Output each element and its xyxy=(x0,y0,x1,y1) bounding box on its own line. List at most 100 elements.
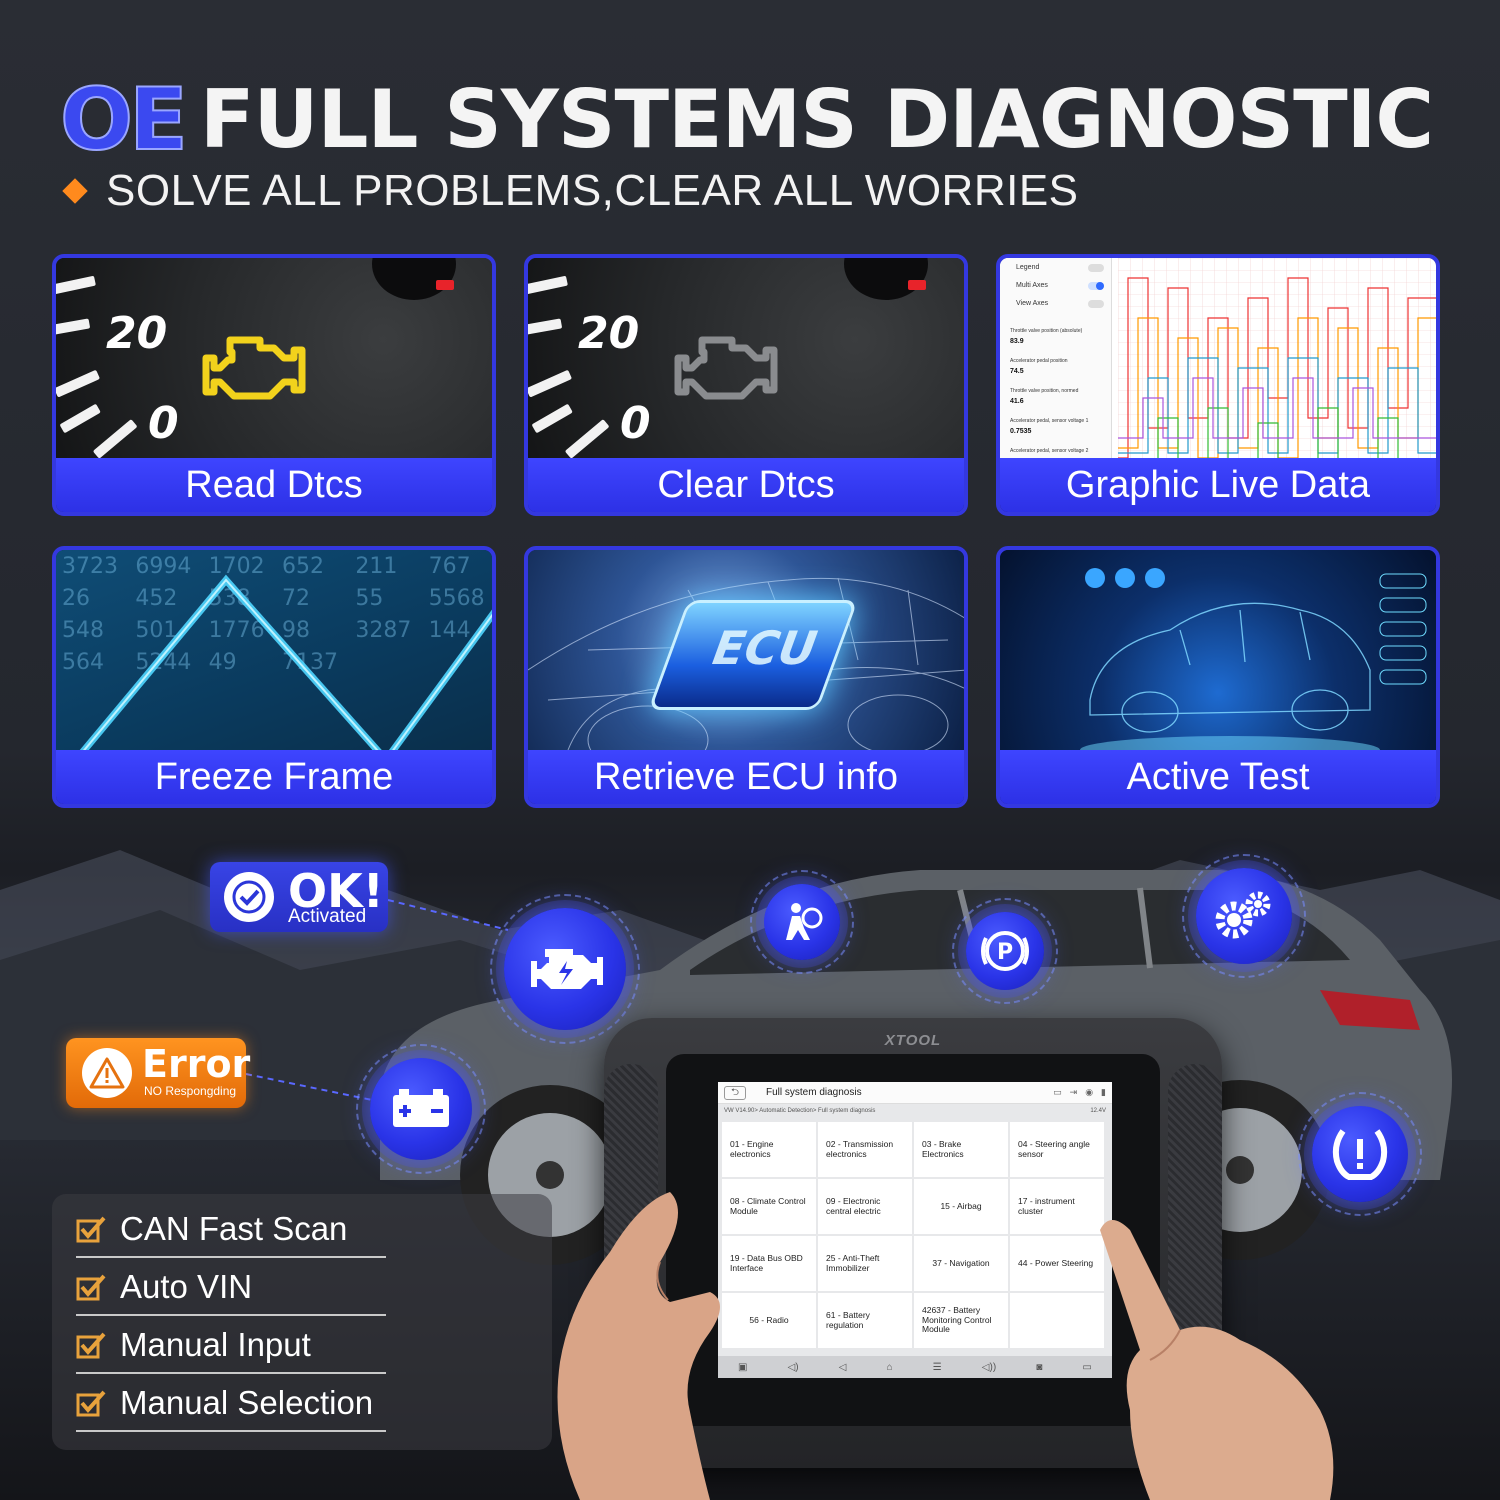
pid-name: Accelerator pedal, sensor voltage 2 xyxy=(1010,448,1089,454)
pid-name: Accelerator pedal position xyxy=(1010,358,1068,364)
checkbox-icon xyxy=(76,1216,106,1243)
toggle-switch[interactable] xyxy=(1088,282,1104,290)
system-tile[interactable]: 42637 - Battery Monitoring Control Modul… xyxy=(914,1293,1008,1348)
toggle-switch[interactable] xyxy=(1088,300,1104,308)
breadcrumb-text: VW V14.90> Automatic Detection> Full sys… xyxy=(724,1108,876,1114)
system-tile[interactable]: 25 - Anti-Theft Immobilizer xyxy=(818,1236,912,1291)
gauge-label-0: 0 xyxy=(148,398,179,449)
freeze-value: 3287 xyxy=(355,618,412,643)
volume-down-icon[interactable]: ◁) xyxy=(787,1361,799,1373)
freeze-value: 6994 xyxy=(135,554,192,579)
feature-tile-freeze-frame[interactable]: 3723 6994 1702 652 211 767 26 452 538 72… xyxy=(52,546,496,808)
feature-label: Graphic Live Data xyxy=(1000,458,1436,512)
feature-label: Retrieve ECU info xyxy=(528,750,964,804)
nav-back-icon[interactable]: ◁ xyxy=(838,1361,847,1373)
screen-toolbar: ⮌ Full system diagnosis ▭ ⇥ ◉ ▮ xyxy=(718,1082,1112,1104)
system-tile[interactable]: 15 - Airbag xyxy=(914,1179,1008,1234)
system-tile[interactable]: 61 - Battery regulation xyxy=(818,1293,912,1348)
feature-label: Freeze Frame xyxy=(56,750,492,804)
red-indicator xyxy=(436,280,454,290)
toggle-multi-axes[interactable]: Multi Axes xyxy=(1016,282,1048,289)
pid-value: 41.6 xyxy=(1010,398,1024,405)
freeze-frame-image: 3723 6994 1702 652 211 767 26 452 538 72… xyxy=(56,550,492,754)
system-tile[interactable]: 02 - Transmission electronics xyxy=(818,1122,912,1177)
left-hand xyxy=(557,1192,720,1500)
check-circle-icon xyxy=(224,872,274,922)
message-icon[interactable]: ▭ xyxy=(1053,1087,1062,1097)
engine-icon[interactable] xyxy=(490,894,640,1044)
freeze-value: 1776 xyxy=(208,618,265,643)
freeze-value: 3723 xyxy=(62,554,118,579)
battery-icon[interactable] xyxy=(356,1044,486,1174)
tablet-brand: XTOOL xyxy=(884,1032,942,1049)
system-tile[interactable]: 17 - instrument cluster xyxy=(1010,1179,1104,1234)
subheadline-text: SOLVE ALL PROBLEMS,CLEAR ALL WORRIES xyxy=(106,166,1079,215)
screen-navbar: ▣ ◁) ◁ ⌂ ☰ ◁)) ◙ ▭ xyxy=(718,1356,1112,1378)
ok-subtitle: Activated xyxy=(288,906,367,927)
nav-menu-icon[interactable]: ☰ xyxy=(932,1361,942,1373)
headline-title: FULL SYSTEMS DIAGNOSTIC xyxy=(199,73,1434,166)
parking-brake-icon[interactable]: P xyxy=(952,898,1058,1004)
active-test-image xyxy=(1000,550,1436,754)
freeze-value: 98 xyxy=(282,618,310,643)
back-button[interactable]: ⮌ xyxy=(724,1085,746,1100)
freeze-waveform xyxy=(76,574,492,754)
checklist-label: Manual Selection xyxy=(120,1384,374,1421)
right-hand xyxy=(1100,1220,1334,1500)
feature-tile-read-dtcs[interactable]: 20 0 Read Dtcs xyxy=(52,254,496,516)
checklist-label: Manual Input xyxy=(120,1326,311,1363)
warning-triangle-icon xyxy=(82,1048,132,1098)
system-tile[interactable]: 01 - Engine electronics xyxy=(722,1122,816,1177)
airbag-icon[interactable] xyxy=(750,870,854,974)
freeze-value: 55 xyxy=(355,586,384,611)
system-tile[interactable]: 04 - Steering angle sensor xyxy=(1010,1122,1104,1177)
freeze-value: 49 xyxy=(208,650,237,675)
pid-value: 83.9 xyxy=(1010,338,1024,345)
system-tile[interactable]: 56 - Radio xyxy=(722,1293,816,1348)
exit-icon[interactable]: ⇥ xyxy=(1069,1087,1078,1097)
system-tile[interactable]: 09 - Electronic central electric xyxy=(818,1179,912,1234)
system-tile[interactable]: 37 - Navigation xyxy=(914,1236,1008,1291)
gears-icon[interactable] xyxy=(1182,854,1306,978)
nav-home-icon[interactable]: ⌂ xyxy=(886,1361,893,1373)
volume-up-icon[interactable]: ◁)) xyxy=(981,1361,997,1373)
toggle-legend[interactable]: Legend xyxy=(1016,264,1040,271)
freeze-value: 26 xyxy=(62,586,90,611)
system-tile[interactable]: 19 - Data Bus OBD Interface xyxy=(722,1236,816,1291)
system-tile[interactable]: 03 - Brake Electronics xyxy=(914,1122,1008,1177)
feature-tile-graphic-live-data[interactable]: Legend Multi Axes View Axes Throttle val… xyxy=(996,254,1440,516)
system-tile[interactable]: 08 - Climate Control Module xyxy=(722,1179,816,1234)
feature-tile-active-test[interactable]: Active Test xyxy=(996,546,1440,808)
toggle-switch[interactable] xyxy=(1088,264,1104,272)
headline-oe: OE xyxy=(59,69,189,171)
ecu-image: ECU xyxy=(528,550,964,754)
camera-icon[interactable]: ◙ xyxy=(1036,1361,1043,1373)
freeze-value: 548 xyxy=(62,618,104,643)
screenshot-icon[interactable]: ▭ xyxy=(1082,1361,1092,1373)
screen-title: Full system diagnosis xyxy=(766,1087,862,1098)
live-data-sidebar: Legend Multi Axes View Axes Throttle val… xyxy=(1000,258,1112,462)
gauge-label-0: 0 xyxy=(620,398,651,449)
checkbox-icon xyxy=(76,1390,106,1417)
toggle-view-axes[interactable]: View Axes xyxy=(1016,300,1049,307)
checklist-item: Manual Input xyxy=(76,1318,386,1374)
gauge-label-20: 20 xyxy=(106,308,168,359)
status-error-badge: Error NO Respongding xyxy=(66,1038,250,1108)
checklist-item: Manual Selection xyxy=(76,1376,386,1432)
error-title: Error xyxy=(142,1042,251,1086)
check-engine-icon xyxy=(202,336,306,400)
subheadline: SOLVE ALL PROBLEMS,CLEAR ALL WORRIES xyxy=(62,166,1079,216)
feature-tile-clear-dtcs[interactable]: 20 0 Clear Dtcs xyxy=(524,254,968,516)
feature-tile-retrieve-ecu-info[interactable]: ECU Retrieve ECU info xyxy=(524,546,968,808)
voltage-readout: 12.4V xyxy=(1090,1108,1106,1114)
gallery-icon[interactable]: ▣ xyxy=(738,1361,748,1373)
checklist-item: CAN Fast Scan xyxy=(76,1202,386,1258)
gauge-label-20: 20 xyxy=(578,308,640,359)
checklist-label: Auto VIN xyxy=(120,1268,253,1305)
pid-value: 74.5 xyxy=(1010,368,1024,375)
system-tile[interactable]: 44 - Power Steering xyxy=(1010,1236,1104,1291)
tpms-icon[interactable] xyxy=(1298,1092,1422,1216)
checkbox-icon xyxy=(76,1274,106,1301)
